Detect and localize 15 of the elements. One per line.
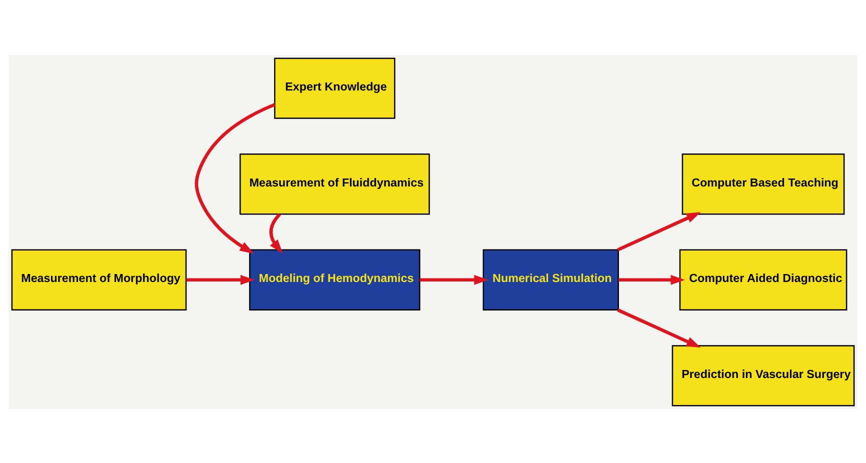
arrow — [617, 212, 701, 251]
arrow — [269, 212, 283, 253]
node-box: Measurement of Morphology — [11, 248, 187, 310]
node-box: Expert Knowledge — [274, 57, 396, 118]
node-box: Computer Aided Diagnostic — [679, 248, 848, 310]
arrow — [617, 308, 701, 348]
node-box: Measurement of Fluiddynamics — [240, 153, 430, 214]
arrow — [420, 274, 488, 284]
arrow — [186, 274, 255, 284]
node-box: Modeling of Hemodynamics — [249, 248, 420, 310]
node-box: Computer Based Teaching — [682, 153, 845, 214]
arrow — [618, 274, 685, 284]
node-box: Prediction in Vascular Surgery — [672, 344, 855, 406]
arrow — [194, 102, 276, 254]
node-box: Numerical Simulation — [482, 248, 619, 310]
